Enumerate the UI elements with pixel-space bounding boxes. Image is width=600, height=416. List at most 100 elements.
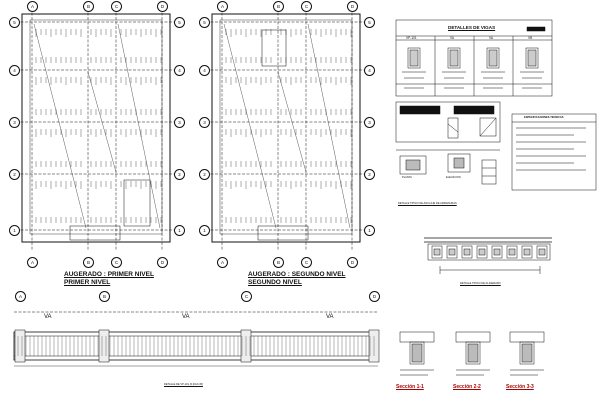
- joist-hatching: [225, 29, 352, 223]
- hollow-brick: [476, 245, 488, 259]
- beam-cross-sections: [402, 47, 544, 89]
- grid-bubble-d-bottom: D: [347, 257, 358, 268]
- slab-diagonal: [277, 71, 307, 173]
- section-beam-core: [411, 343, 423, 363]
- grid-bubble-2-left: 2: [199, 169, 210, 180]
- grid-bubble-c-top: C: [301, 1, 312, 12]
- joist-slab-detail: [424, 237, 552, 274]
- brick-void: [523, 248, 531, 256]
- section-slab: [509, 331, 545, 343]
- hollow-brick: [446, 245, 458, 259]
- hollow-brick: [521, 245, 533, 259]
- grid-bubble-5-right: 5: [364, 17, 375, 28]
- grid-bubble-3-left: 3: [9, 117, 20, 128]
- hollow-bricks: [431, 245, 548, 259]
- plan2-title-line1: AUGERADO : SEGUNDO NIVEL: [248, 271, 346, 278]
- beam-col-3: VA: [489, 36, 494, 40]
- brick-void: [463, 248, 471, 256]
- section-slab: [455, 331, 491, 343]
- floor-plan-primer-nivel: [16, 8, 176, 250]
- grid-bubble-b-top: B: [273, 1, 284, 12]
- hollow-brick: [491, 245, 503, 259]
- section-2-label: Sección 2-2: [453, 384, 481, 390]
- anclaje-caption: DETALLE TIPICO DE ANCLAJE DE ARMADURAS: [398, 202, 457, 205]
- beam-grid-bubble-b: B: [99, 291, 110, 302]
- beam-grid-bubble-c: C: [241, 291, 252, 302]
- hollow-brick: [461, 245, 473, 259]
- grid-bubble-d-top: D: [157, 1, 168, 12]
- beam-stirrups: [17, 336, 375, 356]
- grid-bubble-a-bottom: A: [27, 257, 38, 268]
- grid-bubble-c-bottom: C: [111, 257, 122, 268]
- grid-bubble-a-top: A: [217, 1, 228, 12]
- grid-bubble-c-top: C: [111, 1, 122, 12]
- anclaje-elev-label: ELEVACION: [446, 176, 461, 179]
- grid-bubble-b-bottom: B: [273, 257, 284, 268]
- aligerado-caption: DETALLE TIPICO DE ALIGERADO: [460, 282, 501, 285]
- structural-grid: [206, 8, 366, 250]
- beam-elevation-detail: [13, 311, 380, 367]
- beam-caption: DETALLE DE VP-101 (0.30x0.45): [164, 383, 203, 386]
- floor-plan-segundo-nivel: [206, 8, 366, 250]
- grid-bubble-d-top: D: [347, 1, 358, 12]
- brick-void: [538, 248, 546, 256]
- grid-bubble-b-bottom: B: [83, 257, 94, 268]
- grid-bubble-5-left: 5: [9, 17, 20, 28]
- grid-bubble-1-left: 1: [199, 225, 210, 236]
- beam-section-outline: [486, 47, 500, 69]
- spec-text-lines: [516, 127, 586, 171]
- plan1-title-line1: AUGERADO : PRIMER NIVEL: [64, 271, 154, 278]
- grid-bubble-3-right: 3: [174, 117, 185, 128]
- brick-void: [508, 248, 516, 256]
- beam-details-title: DETALLES DE VIGAS: [448, 25, 496, 30]
- beam-section-outline: [447, 47, 461, 69]
- slab-diagonal: [117, 23, 161, 229]
- grid-bubble-3-right: 3: [364, 117, 375, 128]
- grid-bubble-5-right: 5: [174, 17, 185, 28]
- grid-bubble-2-right: 2: [174, 169, 185, 180]
- brick-void: [493, 248, 501, 256]
- beam-sections: [399, 331, 545, 376]
- beam-grid-bubble-d: D: [369, 291, 380, 302]
- structural-grid: [16, 8, 176, 250]
- beam-section-core: [527, 49, 537, 67]
- grid-bubble-4-left: 4: [199, 65, 210, 76]
- section-3-label: Sección 3-3: [506, 384, 534, 390]
- beam-col-1: VP-101: [406, 36, 417, 40]
- beam-section-outline: [525, 47, 539, 69]
- beam-section-core: [409, 49, 419, 67]
- plan2-title: AUGERADO : SEGUNDO NIVEL SEGUNDO NIVEL: [248, 271, 346, 287]
- section-1-label: Sección 1-1: [396, 384, 424, 390]
- grid-bubble-1-left: 1: [9, 225, 20, 236]
- beam-support-column: [98, 329, 110, 363]
- plan1-title: AUGERADO : PRIMER NIVEL PRIMER NIVEL: [64, 271, 154, 287]
- beam-grid-bubble-a: A: [15, 291, 26, 302]
- section-beam: [409, 341, 425, 365]
- beam-va-label-1: VA: [44, 314, 52, 320]
- slab-diagonal: [87, 71, 117, 173]
- grid-bubble-d-bottom: D: [157, 257, 168, 268]
- beam-va-label-3: VA: [326, 314, 334, 320]
- grid-bubble-1-right: 1: [364, 225, 375, 236]
- grid-bubble-1-right: 1: [174, 225, 185, 236]
- section-beam: [465, 341, 481, 365]
- beam-section-outline: [407, 47, 421, 69]
- grid-bubble-4-right: 4: [364, 65, 375, 76]
- stair-opening: [261, 29, 287, 67]
- beam-support-column: [14, 329, 26, 363]
- slab-diagonal: [307, 23, 351, 229]
- brick-void: [478, 248, 486, 256]
- section-beam-core: [521, 343, 533, 363]
- hollow-brick: [536, 245, 548, 259]
- grid-bubble-4-left: 4: [9, 65, 20, 76]
- anchorage-detail: [395, 101, 501, 185]
- section-beam: [519, 341, 535, 365]
- specifications-box: [511, 113, 597, 191]
- brick-void: [448, 248, 456, 256]
- grid-bubble-4-right: 4: [174, 65, 185, 76]
- grid-bubble-a-bottom: A: [217, 257, 228, 268]
- plan1-title-line2: PRIMER NIVEL: [64, 279, 111, 286]
- stair-opening: [123, 179, 151, 227]
- joist-hatching: [35, 29, 162, 223]
